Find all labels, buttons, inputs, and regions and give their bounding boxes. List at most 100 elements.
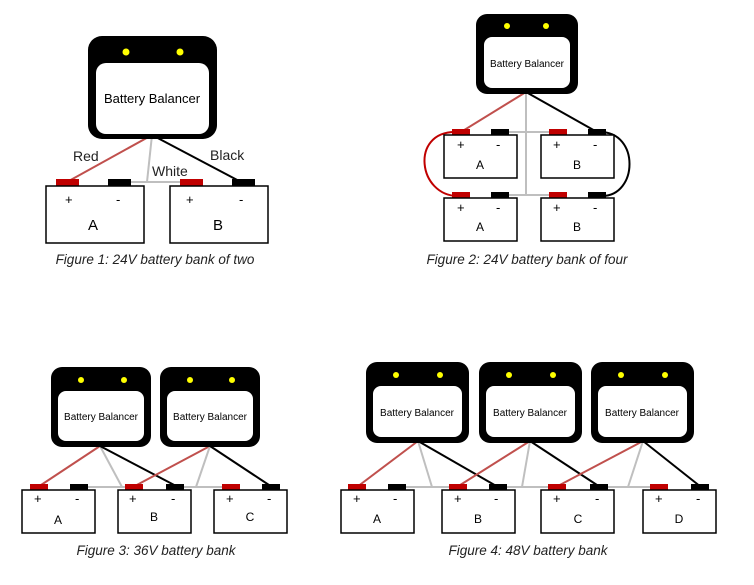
figure-1: Battery Balancer Red White Black + - A +…	[45, 36, 269, 267]
indicator-light	[550, 372, 556, 378]
battery: + - A	[340, 484, 415, 534]
battery: + - B	[169, 179, 269, 244]
negative-terminal-label: -	[393, 491, 397, 506]
indicator-light	[504, 23, 510, 29]
figure-caption: Figure 3: 36V battery bank	[76, 543, 236, 558]
indicator-light	[229, 377, 235, 383]
positive-terminal-label: +	[553, 137, 561, 152]
positive-terminal-label: +	[129, 491, 137, 506]
negative-terminal-label: -	[116, 192, 120, 207]
negative-terminal-label: -	[75, 491, 79, 506]
battery-label: A	[476, 158, 484, 172]
battery-label: B	[573, 220, 581, 234]
white-wire	[195, 445, 211, 488]
positive-terminal-label: +	[655, 491, 663, 506]
white-wire	[99, 445, 123, 488]
battery: + - A	[443, 129, 518, 179]
battery: + - A	[443, 192, 518, 242]
indicator-light	[506, 372, 512, 378]
positive-terminal-label: +	[553, 491, 561, 506]
battery-label: D	[675, 512, 684, 526]
negative-terminal-label: -	[239, 192, 243, 207]
indicator-light	[122, 48, 130, 56]
indicator-light	[437, 372, 443, 378]
positive-terminal-label: +	[226, 491, 234, 506]
figure-3: Battery Balancer Battery Balancer + - A …	[21, 367, 288, 558]
battery-balancer: Battery Balancer	[476, 14, 578, 94]
wire-label-red: Red	[73, 148, 99, 164]
black-wire	[99, 445, 179, 488]
figure-2: Battery Balancer + - A + - B + - A	[423, 14, 631, 267]
battery: + - B	[540, 129, 615, 179]
positive-terminal-label: +	[65, 192, 73, 207]
positive-terminal-label: +	[454, 491, 462, 506]
figure-caption: Figure 4: 48V battery bank	[448, 543, 608, 558]
positive-terminal-label: +	[553, 200, 561, 215]
black-wire	[151, 134, 242, 183]
red-wire	[66, 134, 153, 183]
battery-label: B	[573, 158, 581, 172]
battery: + - B	[441, 484, 516, 534]
battery-balancer: Battery Balancer	[88, 36, 217, 139]
black-wire	[209, 445, 273, 488]
battery-label: B	[213, 217, 223, 234]
negative-terminal-label: -	[595, 491, 599, 506]
black-wire	[529, 440, 601, 488]
balancer-label: Battery Balancer	[493, 408, 568, 419]
battery-balancer: Battery Balancer	[479, 362, 582, 443]
battery: + - C	[213, 484, 288, 534]
indicator-light	[176, 48, 184, 56]
battery-label: A	[476, 220, 484, 234]
figure-4: Battery Balancer Battery Balancer Batter…	[340, 362, 717, 558]
red-wire	[555, 440, 644, 488]
balancer-label: Battery Balancer	[64, 412, 139, 423]
positive-terminal-label: +	[353, 491, 361, 506]
white-wire	[417, 440, 433, 488]
white-wire	[627, 440, 644, 488]
battery: + - B	[540, 192, 615, 242]
battery: + - D	[642, 484, 717, 534]
negative-terminal-label: -	[171, 491, 175, 506]
battery: + - A	[21, 484, 96, 534]
balancer-label: Battery Balancer	[104, 91, 201, 106]
battery-balancer: Battery Balancer	[160, 367, 260, 447]
black-wire	[525, 91, 598, 133]
indicator-light	[78, 377, 84, 383]
red-wire	[37, 445, 101, 488]
battery-label: C	[246, 510, 255, 524]
battery: + - C	[540, 484, 615, 534]
battery-balancer: Battery Balancer	[366, 362, 469, 443]
white-wire	[521, 440, 531, 488]
indicator-light	[543, 23, 549, 29]
wire-label-black: Black	[210, 147, 245, 163]
battery-label: A	[88, 217, 98, 234]
negative-terminal-label: -	[593, 200, 597, 215]
battery-balancer: Battery Balancer	[591, 362, 694, 443]
red-wire	[356, 440, 419, 488]
figure-caption: Figure 1: 24V battery bank of two	[56, 252, 255, 267]
red-wire	[456, 440, 531, 488]
negative-terminal-label: -	[593, 137, 597, 152]
battery: + - B	[117, 484, 192, 534]
black-wire	[642, 440, 702, 488]
wire-label-white: White	[152, 163, 188, 179]
balancer-label: Battery Balancer	[173, 412, 248, 423]
negative-terminal-label: -	[496, 137, 500, 152]
balancer-label: Battery Balancer	[490, 59, 565, 70]
positive-terminal-label: +	[457, 200, 465, 215]
figure-caption: Figure 2: 24V battery bank of four	[426, 252, 628, 267]
battery-balancer: Battery Balancer	[51, 367, 151, 447]
negative-terminal-label: -	[494, 491, 498, 506]
red-loop-wire	[423, 131, 459, 197]
battery-label: C	[574, 512, 583, 526]
battery: + - A	[45, 179, 145, 244]
positive-terminal-label: +	[457, 137, 465, 152]
white-wire	[146, 134, 153, 183]
red-wire	[132, 445, 211, 488]
battery-label: A	[373, 512, 381, 526]
indicator-light	[187, 377, 193, 383]
battery-label: A	[54, 513, 62, 527]
balancer-label: Battery Balancer	[380, 408, 455, 419]
negative-terminal-label: -	[267, 491, 271, 506]
indicator-light	[393, 372, 399, 378]
